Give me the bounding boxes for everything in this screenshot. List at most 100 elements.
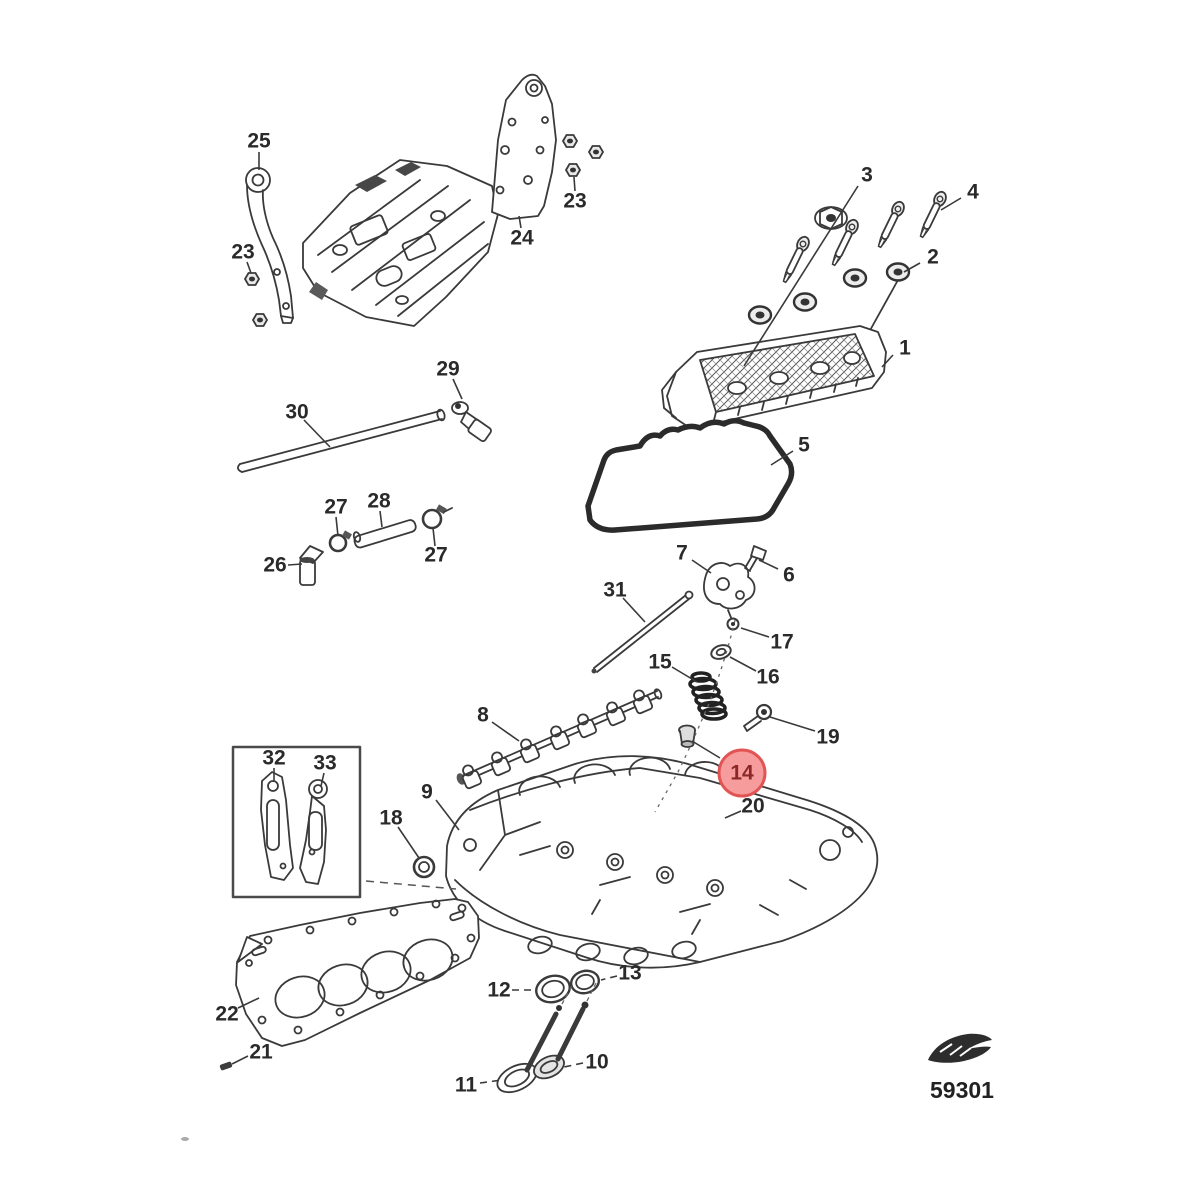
callout-18[interactable]: 18 <box>379 807 403 830</box>
callout-label-15[interactable]: 15 <box>648 651 672 674</box>
callout-label-28[interactable]: 28 <box>367 490 391 513</box>
callout-28[interactable]: 28 <box>367 490 391 513</box>
callout-label-19[interactable]: 19 <box>816 726 839 749</box>
callout-label-20[interactable]: 20 <box>741 795 764 818</box>
latch-33-drawing <box>299 779 328 885</box>
callout-14[interactable]: 14 <box>717 748 767 798</box>
leader-line-33 <box>320 772 325 787</box>
callout-13[interactable]: 13 <box>618 962 641 985</box>
callout-label-27b[interactable]: 27 <box>424 544 447 567</box>
callout-19[interactable]: 19 <box>816 726 839 749</box>
leader-line-19 <box>769 716 816 732</box>
callout-label-10[interactable]: 10 <box>585 1051 608 1074</box>
callout-10[interactable]: 10 <box>585 1051 608 1074</box>
callout-5[interactable]: 5 <box>798 434 810 457</box>
assembly-line-2 <box>867 279 899 335</box>
callout-24[interactable]: 24 <box>510 227 534 250</box>
callout-29[interactable]: 29 <box>436 358 459 381</box>
valve-stem-seal-14-drawing <box>678 724 696 748</box>
callout-17[interactable]: 17 <box>770 631 793 654</box>
callout-25[interactable]: 25 <box>247 130 271 153</box>
callout-label-13[interactable]: 13 <box>618 962 641 985</box>
callout-label-24[interactable]: 24 <box>510 227 534 250</box>
leader-line-5 <box>770 450 794 466</box>
callout-label-30[interactable]: 30 <box>285 401 308 424</box>
callout-label-27a[interactable]: 27 <box>324 496 347 519</box>
hose-28-drawing <box>352 519 417 549</box>
callout-21[interactable]: 21 <box>249 1041 273 1064</box>
callout-label-33[interactable]: 33 <box>313 752 336 775</box>
valve-spring-15-drawing <box>688 671 728 721</box>
highlight-circle[interactable] <box>717 748 767 798</box>
callout-label-11[interactable]: 11 <box>455 1074 478 1097</box>
callout-label-22[interactable]: 22 <box>215 1003 238 1026</box>
callout-11[interactable]: 11 <box>455 1074 478 1097</box>
callout-label-6[interactable]: 6 <box>783 564 795 587</box>
callout-label-3[interactable]: 3 <box>861 164 873 187</box>
inset-reference-dashes <box>365 880 457 890</box>
callout-6[interactable]: 6 <box>783 564 795 587</box>
callout-label-17[interactable]: 17 <box>770 631 793 654</box>
callout-4[interactable]: 4 <box>967 181 979 204</box>
inset-box-32-33 <box>231 745 362 899</box>
callout-label-1[interactable]: 1 <box>899 337 911 360</box>
pushrod-31-drawing <box>591 590 694 674</box>
callout-27a[interactable]: 27 <box>324 496 347 519</box>
oring-18-drawing <box>412 855 436 879</box>
leader-line-4 <box>940 197 962 211</box>
callout-33[interactable]: 33 <box>313 752 336 775</box>
callout-label-23b[interactable]: 23 <box>563 190 586 213</box>
leader-line-14 <box>691 740 721 759</box>
callout-label-18[interactable]: 18 <box>379 807 403 830</box>
callout-26[interactable]: 26 <box>263 554 286 577</box>
callout-label-25[interactable]: 25 <box>247 130 271 153</box>
exhaust-valve-10-drawing <box>533 1001 589 1080</box>
fitting-29-drawing <box>451 401 492 443</box>
callout-3[interactable]: 3 <box>861 164 873 187</box>
callout-12[interactable]: 12 <box>487 979 510 1002</box>
callout-20[interactable]: 20 <box>741 795 764 818</box>
callout-23b[interactable]: 23 <box>563 190 586 213</box>
callout-label-2[interactable]: 2 <box>927 246 939 269</box>
callout-label-21[interactable]: 21 <box>249 1041 273 1064</box>
callout-label-7[interactable]: 7 <box>676 542 688 565</box>
callout-label-4[interactable]: 4 <box>967 181 979 204</box>
callout-label-9[interactable]: 9 <box>421 781 433 804</box>
callout-31[interactable]: 31 <box>603 579 627 602</box>
callout-labels-layer: 1234567891011121314151617181920212223232… <box>215 130 979 1097</box>
callout-label-32[interactable]: 32 <box>262 747 285 770</box>
callout-7[interactable]: 7 <box>676 542 688 565</box>
head-gasket-22-drawing <box>235 898 480 1047</box>
callout-label-23a[interactable]: 23 <box>231 241 254 264</box>
callout-label-8[interactable]: 8 <box>477 704 489 727</box>
callout-9[interactable]: 9 <box>421 781 433 804</box>
leader-line-6 <box>758 559 779 570</box>
callout-30[interactable]: 30 <box>285 401 308 424</box>
seal-ring-13-drawing <box>569 969 601 995</box>
callout-15[interactable]: 15 <box>648 651 672 674</box>
callout-16[interactable]: 16 <box>756 666 779 689</box>
leader-line-22 <box>237 997 260 1009</box>
leader-line-31 <box>622 597 646 623</box>
callout-label-26[interactable]: 26 <box>263 554 286 577</box>
callout-label-16[interactable]: 16 <box>756 666 779 689</box>
callout-22[interactable]: 22 <box>215 1003 238 1026</box>
callout-8[interactable]: 8 <box>477 704 489 727</box>
callout-label-14[interactable]: 14 <box>730 762 754 785</box>
callout-label-12[interactable]: 12 <box>487 979 510 1002</box>
leader-line-8 <box>491 721 520 742</box>
callout-32[interactable]: 32 <box>262 747 285 770</box>
callout-1[interactable]: 1 <box>899 337 911 360</box>
clamps-27-drawing <box>328 504 453 553</box>
callout-27b[interactable]: 27 <box>424 544 447 567</box>
leader-line-20 <box>724 810 742 819</box>
leader-line-27a <box>335 516 339 537</box>
callout-2[interactable]: 2 <box>927 246 939 269</box>
callout-label-29[interactable]: 29 <box>436 358 459 381</box>
callout-label-5[interactable]: 5 <box>798 434 810 457</box>
lifting-bracket-25-drawing <box>245 167 294 324</box>
callout-label-31[interactable]: 31 <box>603 579 627 602</box>
callout-23a[interactable]: 23 <box>231 241 254 264</box>
